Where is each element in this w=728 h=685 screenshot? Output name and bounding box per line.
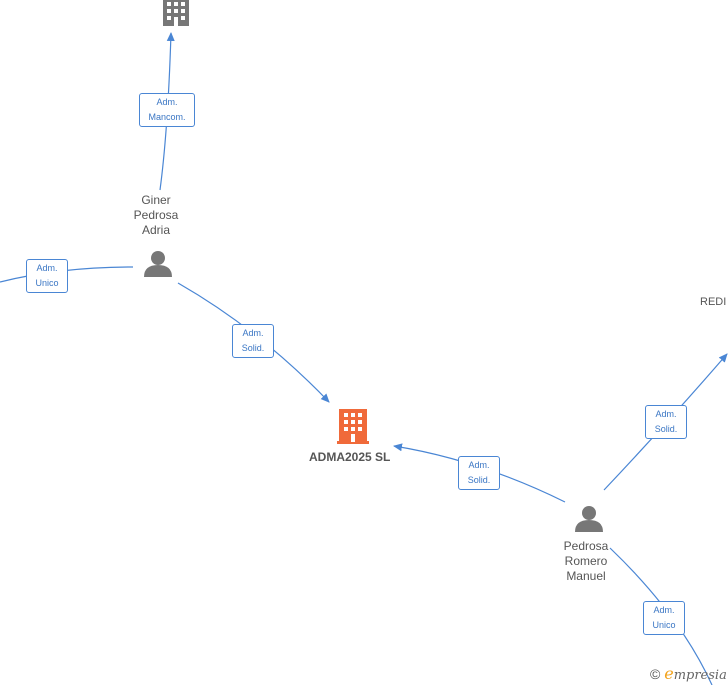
edge-label-mancom[interactable]: Adm. Mancom. xyxy=(139,93,195,127)
building-icon-main xyxy=(337,409,369,444)
building-icon-top xyxy=(163,0,189,26)
copyright-icon: © xyxy=(650,666,661,682)
company-label-main[interactable]: ADMA2025 SL xyxy=(309,450,391,464)
edge-label-solid-giner[interactable]: Adm. Solid. xyxy=(232,324,274,358)
person-icon-giner xyxy=(144,251,172,277)
company-label-redi[interactable]: REDI xyxy=(700,296,727,308)
person-label-pedrosa[interactable]: Pedrosa Romero Manuel xyxy=(563,539,609,583)
edge-label-solid-pedrosa[interactable]: Adm. Solid. xyxy=(458,456,500,490)
empresia-watermark: © empresia xyxy=(650,664,727,683)
edge-label-unico-bottom[interactable]: Adm. Unico xyxy=(643,601,685,635)
brand-logo: empresia xyxy=(664,664,727,683)
edge-label-unico-left[interactable]: Adm. Unico xyxy=(26,259,68,293)
person-icon-pedrosa xyxy=(575,506,603,532)
edge-label-solid-redi[interactable]: Adm. Solid. xyxy=(645,405,687,439)
person-label-giner[interactable]: Giner Pedrosa Adria xyxy=(133,193,179,237)
